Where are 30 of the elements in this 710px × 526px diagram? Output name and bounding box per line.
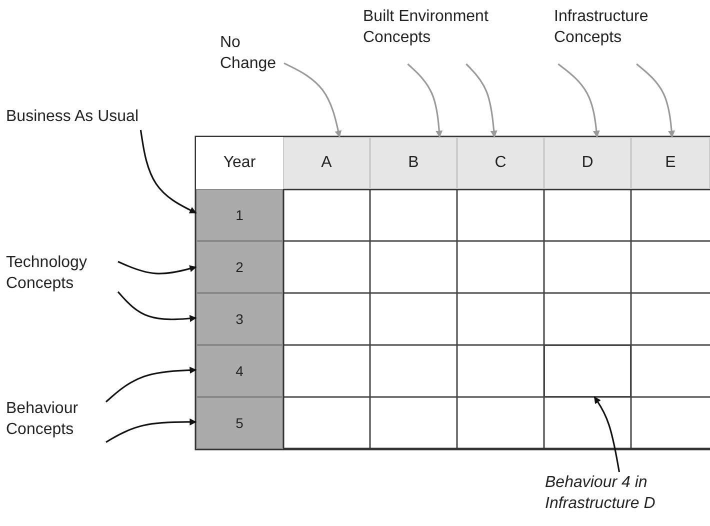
column-header: B (370, 137, 457, 189)
column-header: E (631, 137, 710, 189)
annotation-label: No Change (220, 33, 278, 74)
arrow (105, 366, 197, 402)
arrow (284, 62, 342, 138)
row-header: 4 (196, 345, 283, 397)
table-cell (544, 345, 631, 397)
row-header: 1 (196, 189, 283, 241)
column-header: D (544, 137, 631, 189)
arrow (558, 63, 600, 138)
column-header: C (457, 137, 544, 189)
column-header: Year (196, 137, 283, 189)
annotation-label: Behaviour 4 in Infrastructure D (545, 473, 656, 514)
annotation-label: Business As Usual (6, 107, 139, 127)
arrow (117, 291, 197, 322)
row-header: 5 (196, 397, 283, 449)
arrow (140, 130, 197, 214)
row-header: 2 (196, 241, 283, 293)
arrow (636, 63, 676, 138)
arrow (118, 260, 197, 274)
arrow (466, 63, 498, 138)
row-header: 3 (196, 293, 283, 345)
annotation-label: Built Environment Concepts (363, 7, 490, 48)
column-header: A (283, 137, 370, 189)
arrow (407, 63, 443, 138)
annotation-label: Infrastructure Concepts (554, 7, 650, 48)
annotation-label: Behaviour Concepts (6, 399, 80, 440)
annotation-label: Technology Concepts (6, 253, 88, 294)
arrow (106, 418, 197, 443)
arrow (594, 396, 620, 472)
